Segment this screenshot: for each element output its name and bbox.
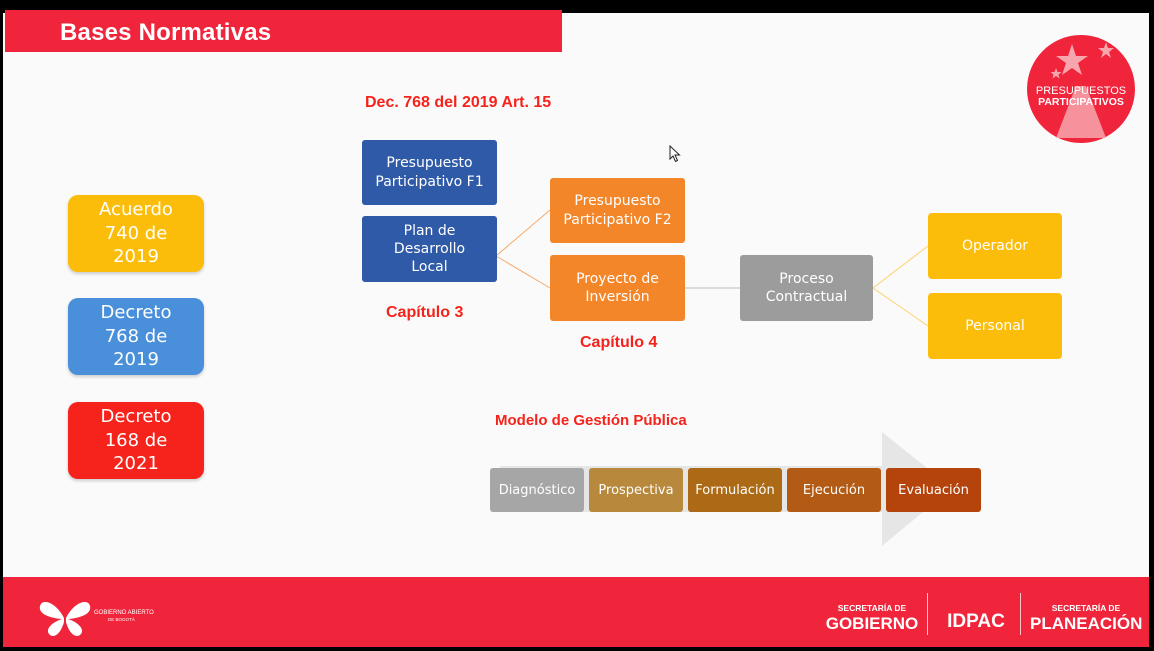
decree-heading: Dec. 768 del 2019 Art. 15	[365, 94, 552, 111]
personal-box: Personal	[928, 293, 1062, 359]
logo-line2: PARTICIPATIVOS	[1038, 96, 1124, 108]
presupuesto-f1-box: Presupuesto Participativo F1	[362, 140, 497, 205]
decreto-768-label: Decreto 768 de 2019	[100, 302, 172, 371]
stage-prospectiva: Prospectiva	[589, 468, 683, 512]
proyecto-inversion-label: Proyecto de Inversión	[576, 270, 659, 305]
personal-label: Personal	[965, 317, 1025, 334]
decreto-168-box: Decreto 168 de 2021	[68, 402, 204, 479]
presupuesto-f2-label: Presupuesto Participativo F2	[563, 193, 672, 228]
presupuestos-participativos-logo: PRESUPUESTOS PARTICIPATIVOS	[1026, 34, 1136, 144]
gobierno-abierto-line1: GOBIERNO ABIERTO	[94, 610, 154, 616]
footer-separator-2	[1020, 593, 1021, 635]
stage-ejecucion: Ejecución	[787, 468, 881, 512]
capitulo-4-label: Capítulo 4	[580, 334, 658, 351]
slide-title: Bases Normativas	[60, 19, 272, 46]
operador-label: Operador	[961, 237, 1029, 254]
secretaria-gobierno-big: GOBIERNO	[825, 614, 919, 633]
footer-bar	[3, 577, 1149, 647]
operador-box: Operador	[928, 213, 1062, 279]
footer-separator-1	[927, 593, 928, 635]
mouse-pointer-icon	[669, 145, 681, 163]
secretaria-gobierno-small: SECRETARÍA DE	[837, 603, 907, 613]
stage-diagnostico: Diagnóstico	[490, 468, 584, 512]
proyecto-inversion-box: Proyecto de Inversión	[550, 255, 685, 321]
modelo-title: Modelo de Gestión Pública	[495, 412, 687, 429]
presupuesto-f1-label: Presupuesto Participativo F1	[375, 155, 484, 190]
capitulo-3-label: Capítulo 3	[386, 304, 464, 321]
plan-desarrollo-box: Plan de Desarrollo Local	[362, 216, 497, 282]
decreto-768-box: Decreto 768 de 2019	[68, 298, 204, 375]
butterfly-icon	[39, 602, 91, 636]
title-bar	[5, 10, 562, 52]
stage-evaluacion: Evaluación	[886, 468, 981, 512]
decreto-168-label: Decreto 168 de 2021	[100, 406, 172, 475]
idpac-logo: IDPAC	[947, 611, 1005, 632]
proceso-contractual-label: Proceso Contractual	[765, 270, 848, 305]
proceso-contractual-box: Proceso Contractual	[740, 255, 873, 321]
acuerdo-box: Acuerdo 740 de 2019	[68, 195, 204, 272]
gobierno-abierto-line2: DE BOGOTÁ	[108, 617, 135, 622]
stage-formulacion: Formulación	[688, 468, 782, 512]
secretaria-planeacion-big: PLANEACIÓN	[1030, 614, 1143, 633]
plan-desarrollo-label: Plan de Desarrollo Local	[393, 222, 466, 276]
logo-star-icon	[1027, 35, 1135, 143]
secretaria-planeacion-small: SECRETARÍA DE	[1051, 603, 1121, 613]
acuerdo-label: Acuerdo 740 de 2019	[99, 199, 173, 268]
logo-line1: PRESUPUESTOS	[1035, 85, 1127, 97]
presupuesto-f2-box: Presupuesto Participativo F2	[550, 178, 685, 243]
